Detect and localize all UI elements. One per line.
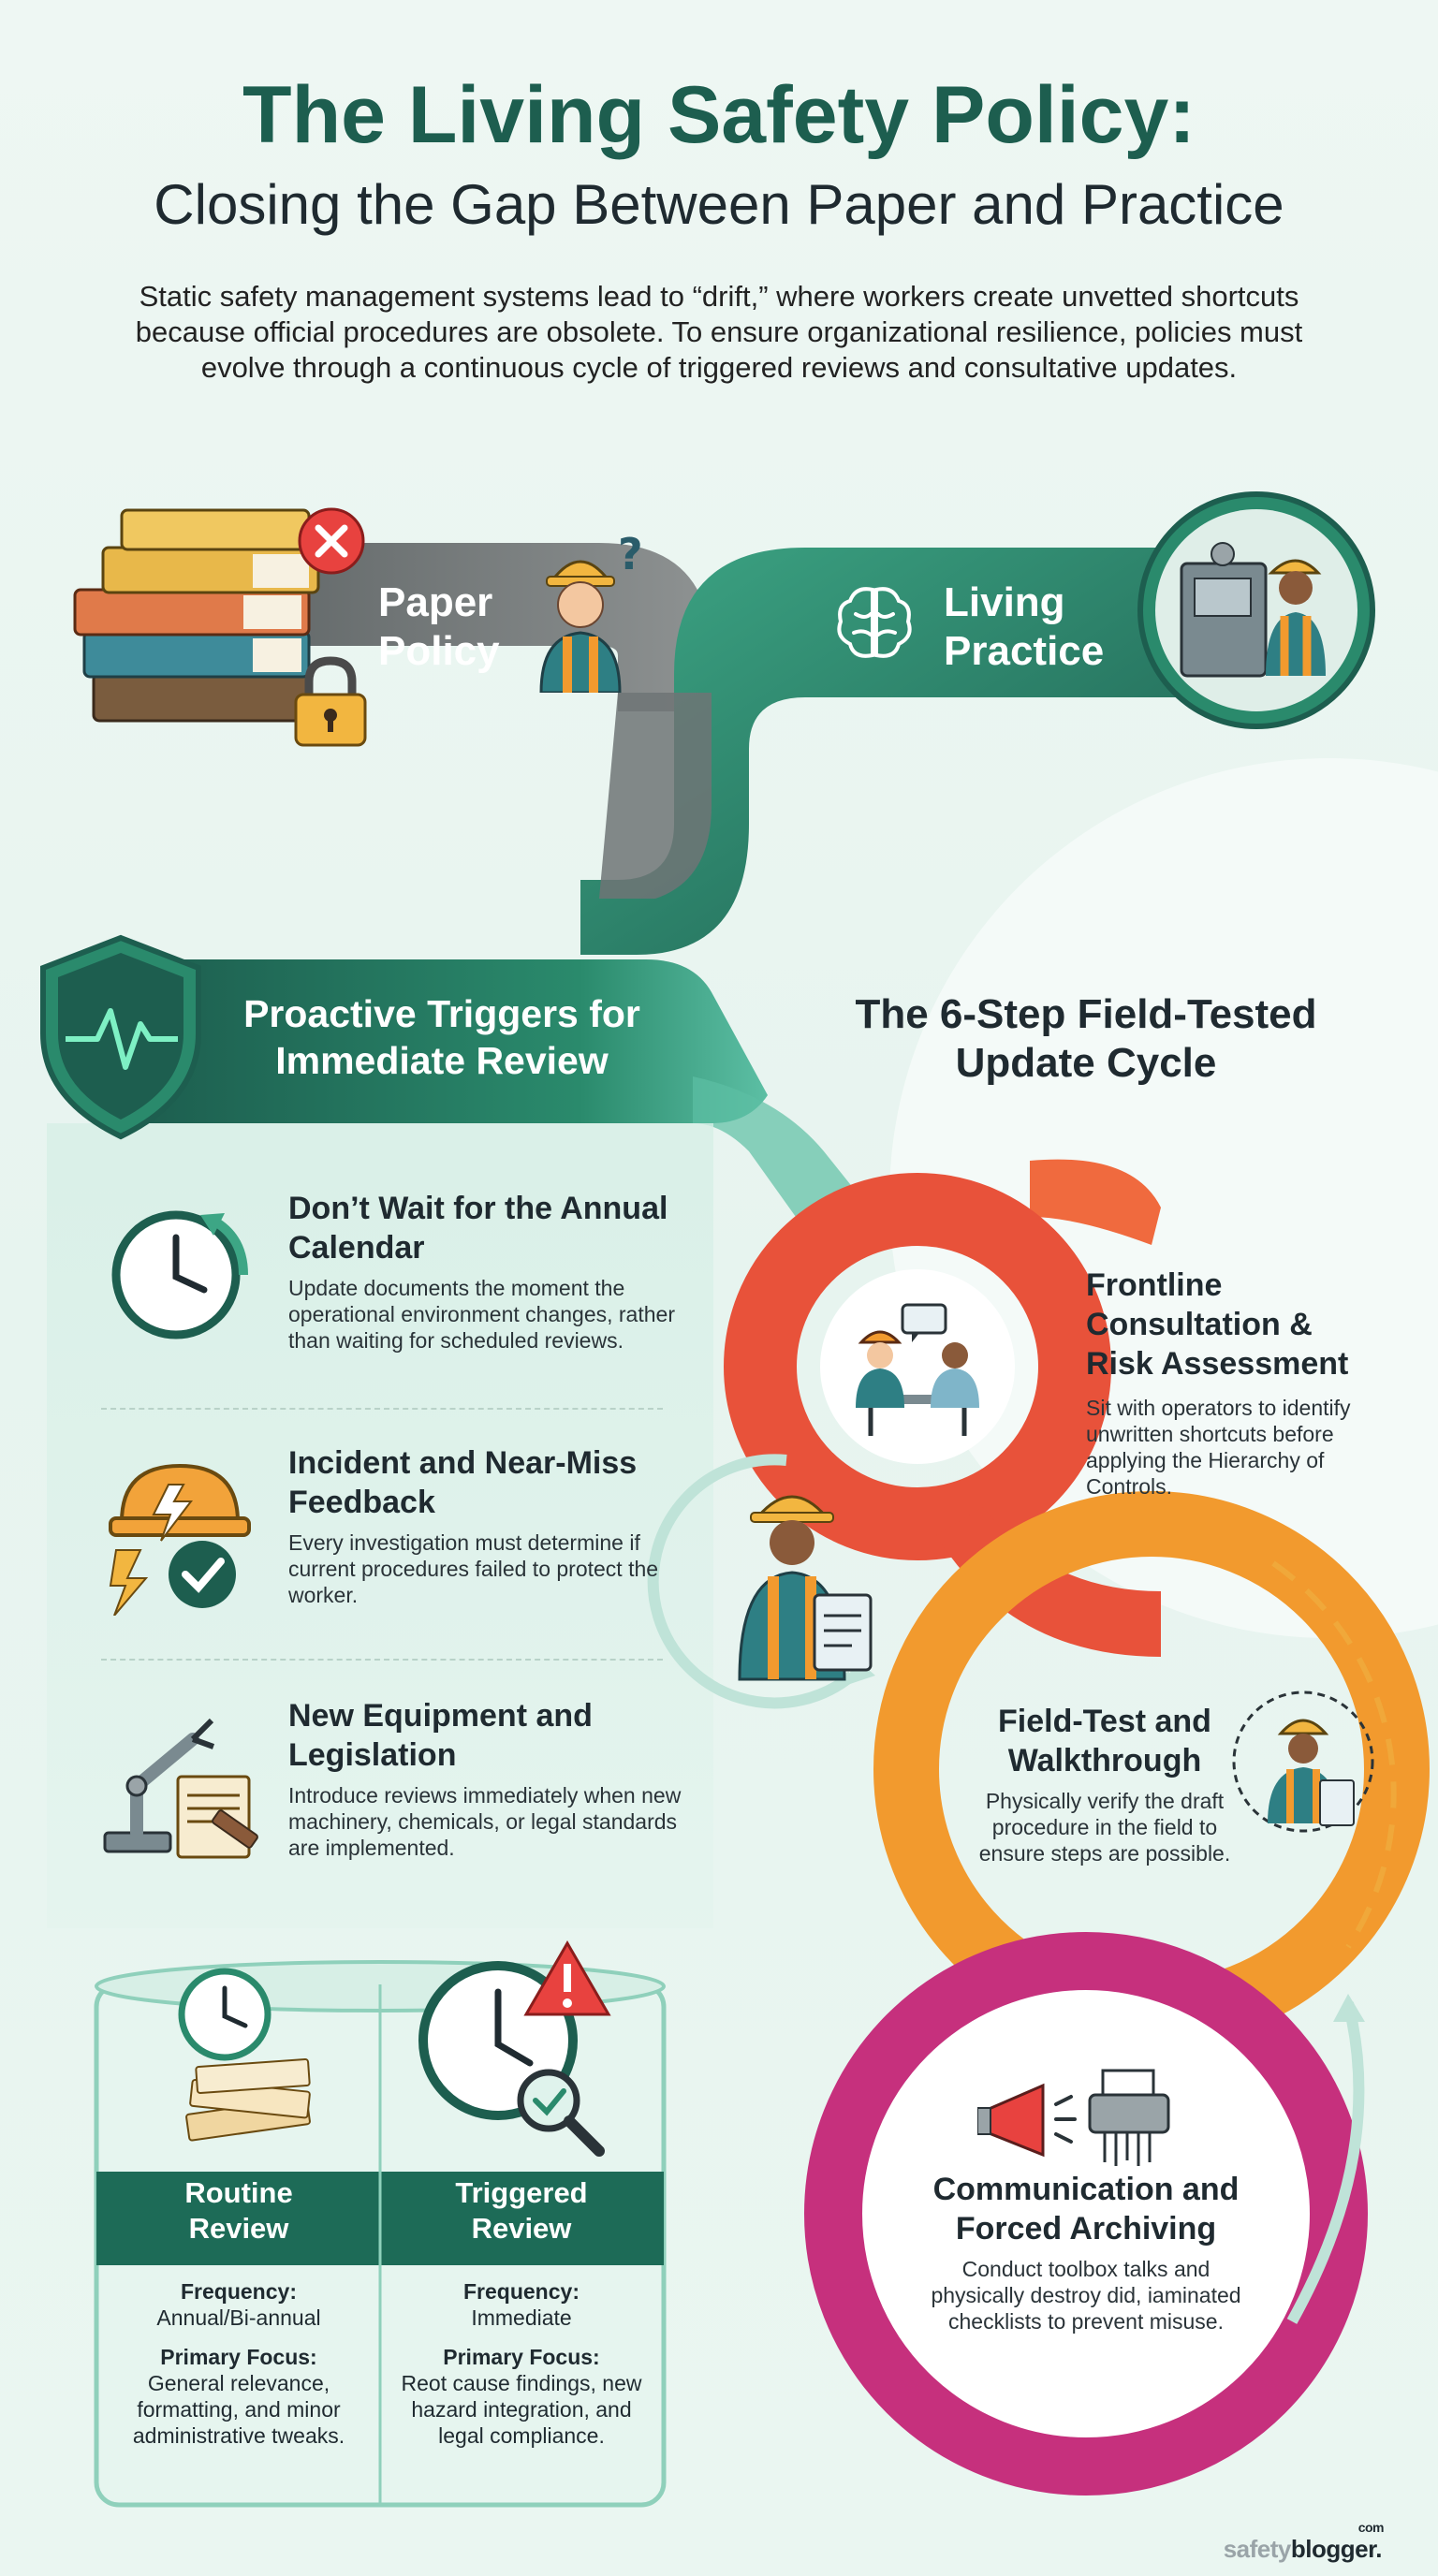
hardhat-check-icon <box>109 1463 251 1616</box>
brand-logo: safetyblogger. com <box>1223 2520 1385 2563</box>
step-3-text: Conduct toolbox talks and physically des… <box>931 2257 1241 2334</box>
step-2-text: Physically verify the draft procedure in… <box>978 1789 1231 1866</box>
clipboard-worker-icon <box>738 1495 873 1681</box>
robot-arm-gavel-icon <box>103 1718 258 1859</box>
padlock-icon <box>294 656 367 747</box>
step-2-worker-icon <box>1232 1690 1374 1833</box>
step-1-text: Sit with operators to identify unwritten… <box>1086 1396 1351 1499</box>
confused-worker-icon: ? <box>539 529 643 693</box>
trigger-title-3: New Equipment and Legislation <box>288 1698 593 1773</box>
x-mark-icon <box>298 507 365 575</box>
trigger-title-2: Incident and Near-Miss Feedback <box>288 1445 638 1520</box>
divider <box>101 1659 663 1661</box>
intro-paragraph: Static safety management systems lead to… <box>135 280 1303 384</box>
living-practice-label: Living Practice <box>944 579 1105 674</box>
clock-alert-icon <box>418 1940 611 2157</box>
brain-icon <box>837 587 912 658</box>
consultation-icon <box>820 1269 1015 1464</box>
paper-policy-label: Paper Policy <box>378 579 500 674</box>
shield-heartbeat-icon <box>40 934 201 1140</box>
divider <box>101 1408 663 1410</box>
triggers-heading: Proactive Triggers for Immediate Review <box>243 992 640 1082</box>
step-2-title: Field-Test and Walkthrough <box>998 1704 1211 1778</box>
step-3-title: Communication and Forced Archiving <box>932 2172 1240 2247</box>
machine-operator-icon <box>1137 491 1375 729</box>
trigger-text-1: Update documents the moment the operatio… <box>288 1276 675 1353</box>
clock-papers-icon <box>178 1968 311 2142</box>
megaphone-shredder-icon <box>977 2069 1170 2166</box>
binders-icon <box>73 508 320 723</box>
cycle-heading: The 6-Step Field-Tested Update Cycle <box>855 991 1317 1086</box>
svg-text:?: ? <box>618 529 643 579</box>
clock-refresh-icon <box>111 1210 248 1339</box>
page-subtitle: Closing the Gap Between Paper and Practi… <box>154 173 1284 236</box>
page-title: The Living Safety Policy: <box>242 70 1196 160</box>
step-1-title: Frontline Consultation & Risk Assessment <box>1086 1267 1349 1382</box>
triggered-review-header: Triggered Review <box>455 2176 588 2245</box>
trigger-text-2: Every investigation must determine if cu… <box>288 1530 659 1607</box>
trigger-title-1: Don’t Wait for the Annual Calendar <box>288 1191 668 1266</box>
routine-review-details: Frequency: Annual/Bi-annual Primary Focu… <box>132 2279 345 2448</box>
trigger-text-3: Introduce reviews immediately when new m… <box>288 1783 682 1860</box>
triggered-review-details: Frequency: Immediate Primary Focus: Reot… <box>401 2279 642 2448</box>
routine-review-header: Routine Review <box>184 2176 293 2245</box>
